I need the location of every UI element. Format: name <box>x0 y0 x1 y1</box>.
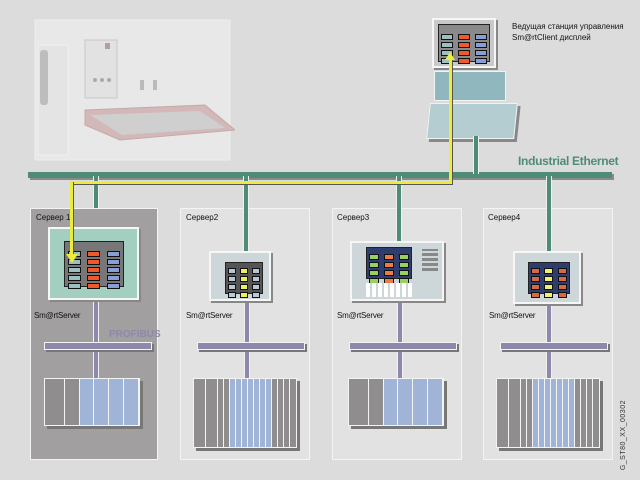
background-machine-illustration <box>34 19 235 161</box>
server-3-smartserver-label: Sm@rtServer <box>337 311 384 320</box>
profibus-drop-3 <box>398 300 402 382</box>
smartclient-link-vertical-ws <box>449 55 452 183</box>
smartclient-link-horizontal <box>70 181 452 184</box>
ethernet-drop-server4-inner <box>547 208 551 252</box>
hmi-panel-server1 <box>48 227 139 300</box>
workstation-description-line2: Sm@rtClient дисплей <box>512 33 591 42</box>
profibus-bus-4 <box>500 342 608 350</box>
smartclient-link-vertical-server1 <box>70 181 73 259</box>
profibus-bus-3 <box>349 342 457 350</box>
plc-rack-server3 <box>348 378 444 426</box>
hmi-keypad-panel-server3 <box>350 241 444 301</box>
smartclient-arrow-icon <box>66 254 78 263</box>
plc-rack-server4 <box>496 378 600 448</box>
master-station-workstation <box>426 16 520 139</box>
hmi-panel-server2 <box>209 251 271 301</box>
server-3-title: Сервер3 <box>337 213 370 222</box>
ethernet-drop-server3-inner <box>397 208 401 242</box>
figure-code: G_ST80_XX_00302 <box>620 400 627 471</box>
ethernet-drop-server2-inner <box>244 208 248 252</box>
profibus-bus-1 <box>44 342 152 350</box>
server-4-smartserver-label: Sm@rtServer <box>489 311 536 320</box>
industrial-ethernet-bus <box>28 172 612 178</box>
keypad-keys <box>366 283 412 297</box>
ethernet-drop-workstation <box>474 136 478 174</box>
function-keys <box>422 249 438 271</box>
server-1-title: Сервер 1 <box>36 213 71 222</box>
workstation-monitor <box>432 18 496 68</box>
profibus-drop-1 <box>94 300 98 382</box>
workstation-keyboard <box>426 103 518 139</box>
profibus-bus-2 <box>197 342 305 350</box>
plc-rack-server1 <box>44 378 140 426</box>
server-2-title: Сервер2 <box>186 213 219 222</box>
workstation-description-line1: Ведущая станция управления <box>512 22 624 31</box>
smartclient-arrow-icon-ws <box>445 52 455 60</box>
industrial-ethernet-label: Industrial Ethernet <box>518 154 619 168</box>
workstation-description: Ведущая станция управления Sm@rtClient д… <box>512 21 624 43</box>
workstation-base-unit <box>434 71 506 101</box>
server-2-smartserver-label: Sm@rtServer <box>186 311 233 320</box>
server-4-title: Сервер4 <box>488 213 521 222</box>
profibus-label: PROFIBUS <box>109 329 161 340</box>
server-1-smartserver-label: Sm@rtServer <box>34 311 81 320</box>
ethernet-drop-server1 <box>94 176 98 230</box>
profibus-drop-2 <box>245 300 249 382</box>
plc-rack-server2 <box>193 378 297 448</box>
profibus-drop-4 <box>547 300 551 382</box>
hmi-panel-server4 <box>513 251 581 304</box>
